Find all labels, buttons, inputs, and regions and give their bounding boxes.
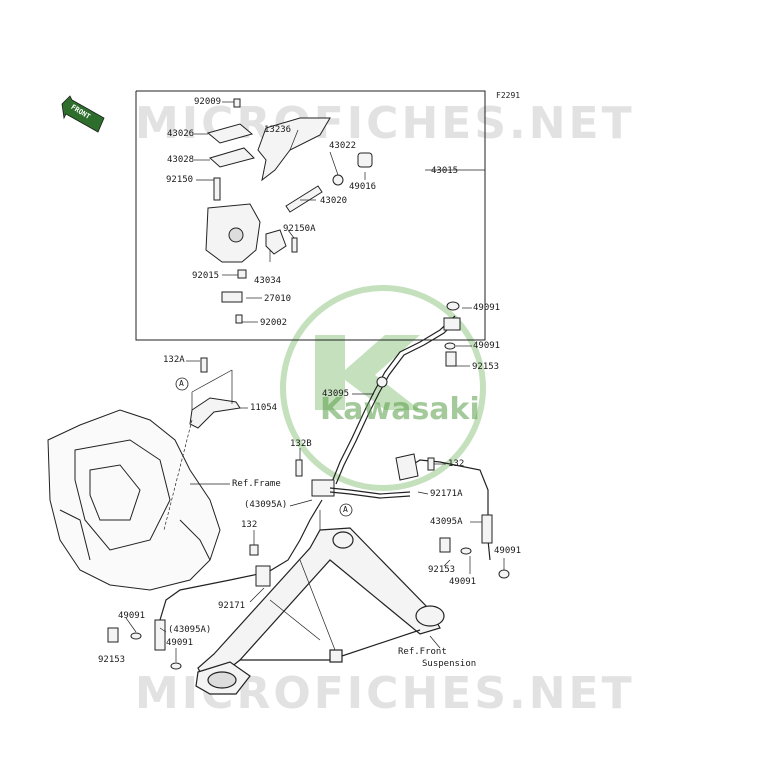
part-label: 132A [163, 355, 185, 365]
brand-name: Kawasaki [320, 392, 480, 427]
part-label: 11054 [250, 403, 278, 413]
part-label: Ref.Frame [232, 479, 281, 489]
washer-49091 [446, 301, 460, 311]
bolt-92153-right [439, 537, 451, 553]
clip-92171A [395, 453, 419, 481]
bolt-92153-left [107, 627, 119, 643]
front-suspension-arm [195, 527, 445, 695]
part-label: 49091 [449, 577, 477, 587]
lever-13236 [257, 117, 331, 182]
hose-43095A-lower [154, 619, 166, 651]
part-label: 27010 [264, 294, 292, 304]
assembly-box [135, 90, 486, 341]
part-label: 43028 [167, 155, 195, 165]
bolt-132-lower [249, 544, 259, 556]
washer-49091b [444, 342, 456, 350]
part-label: 92171 [218, 601, 246, 611]
bolt-92150A [291, 237, 298, 253]
callout-a-circle-2 [339, 503, 353, 517]
callout-a-circle-1 [175, 377, 189, 391]
frame-drawing [47, 409, 221, 591]
part-label: 43034 [254, 276, 282, 286]
part-label: 132 [448, 459, 465, 469]
part-label: 49091 [118, 611, 146, 621]
clamp-43034 [265, 229, 287, 255]
part-label: 92153 [98, 655, 126, 665]
part-label: 92153 [472, 362, 500, 372]
bushing-49016 [357, 152, 373, 168]
bolt-132B [295, 459, 303, 477]
part-label: 92150 [166, 175, 194, 185]
hose-43095A [481, 514, 493, 544]
part-label: 49091 [473, 303, 501, 313]
part-label: 43095A [430, 517, 463, 527]
part-label: 92015 [192, 271, 220, 281]
switch-27010 [221, 291, 243, 303]
part-label: 49016 [349, 182, 377, 192]
cap-43026 [206, 123, 254, 144]
piston-43020 [285, 185, 323, 213]
part-label: 43026 [167, 129, 195, 139]
part-label: 132B [290, 439, 312, 449]
bolt-132A [200, 357, 208, 373]
figure-code: F2291 [496, 91, 521, 100]
callout-a-2: A [343, 505, 348, 514]
part-label: 43022 [329, 141, 357, 151]
part-label: 92009 [194, 97, 222, 107]
hose-fitting [443, 317, 461, 331]
part-label: 92171A [430, 489, 463, 499]
brand-logo [280, 285, 486, 491]
part-label: 43095 [322, 389, 350, 399]
bolt-92153 [445, 351, 457, 367]
part-label: 92150A [283, 224, 316, 234]
part-label: 92002 [260, 318, 288, 328]
clip-92171 [255, 565, 271, 587]
part-label: 43015 [431, 166, 459, 176]
diaphragm-43028 [209, 147, 255, 168]
part-label: 92153 [428, 565, 456, 575]
part-label: 132 [241, 520, 258, 530]
bolt-92150 [213, 177, 221, 201]
front-arrow-icon [61, 95, 105, 133]
part-label: 49091 [473, 341, 501, 351]
part-label: (43095A) [244, 500, 288, 510]
screw-92009 [233, 98, 241, 108]
part-label: Suspension [422, 659, 477, 669]
part-label: Ref.Front [398, 647, 447, 657]
nut-92015 [237, 269, 247, 279]
bolt-132-right [427, 457, 435, 471]
ring-43022 [332, 174, 344, 186]
callout-a-1: A [179, 379, 184, 388]
part-label: (43095A) [168, 625, 212, 635]
part-label: 49091 [166, 638, 194, 648]
screw-92002 [235, 314, 243, 324]
part-label: 43020 [320, 196, 348, 206]
part-label: 49091 [494, 546, 522, 556]
bracket-11054 [189, 397, 241, 429]
part-label: 13236 [264, 125, 292, 135]
